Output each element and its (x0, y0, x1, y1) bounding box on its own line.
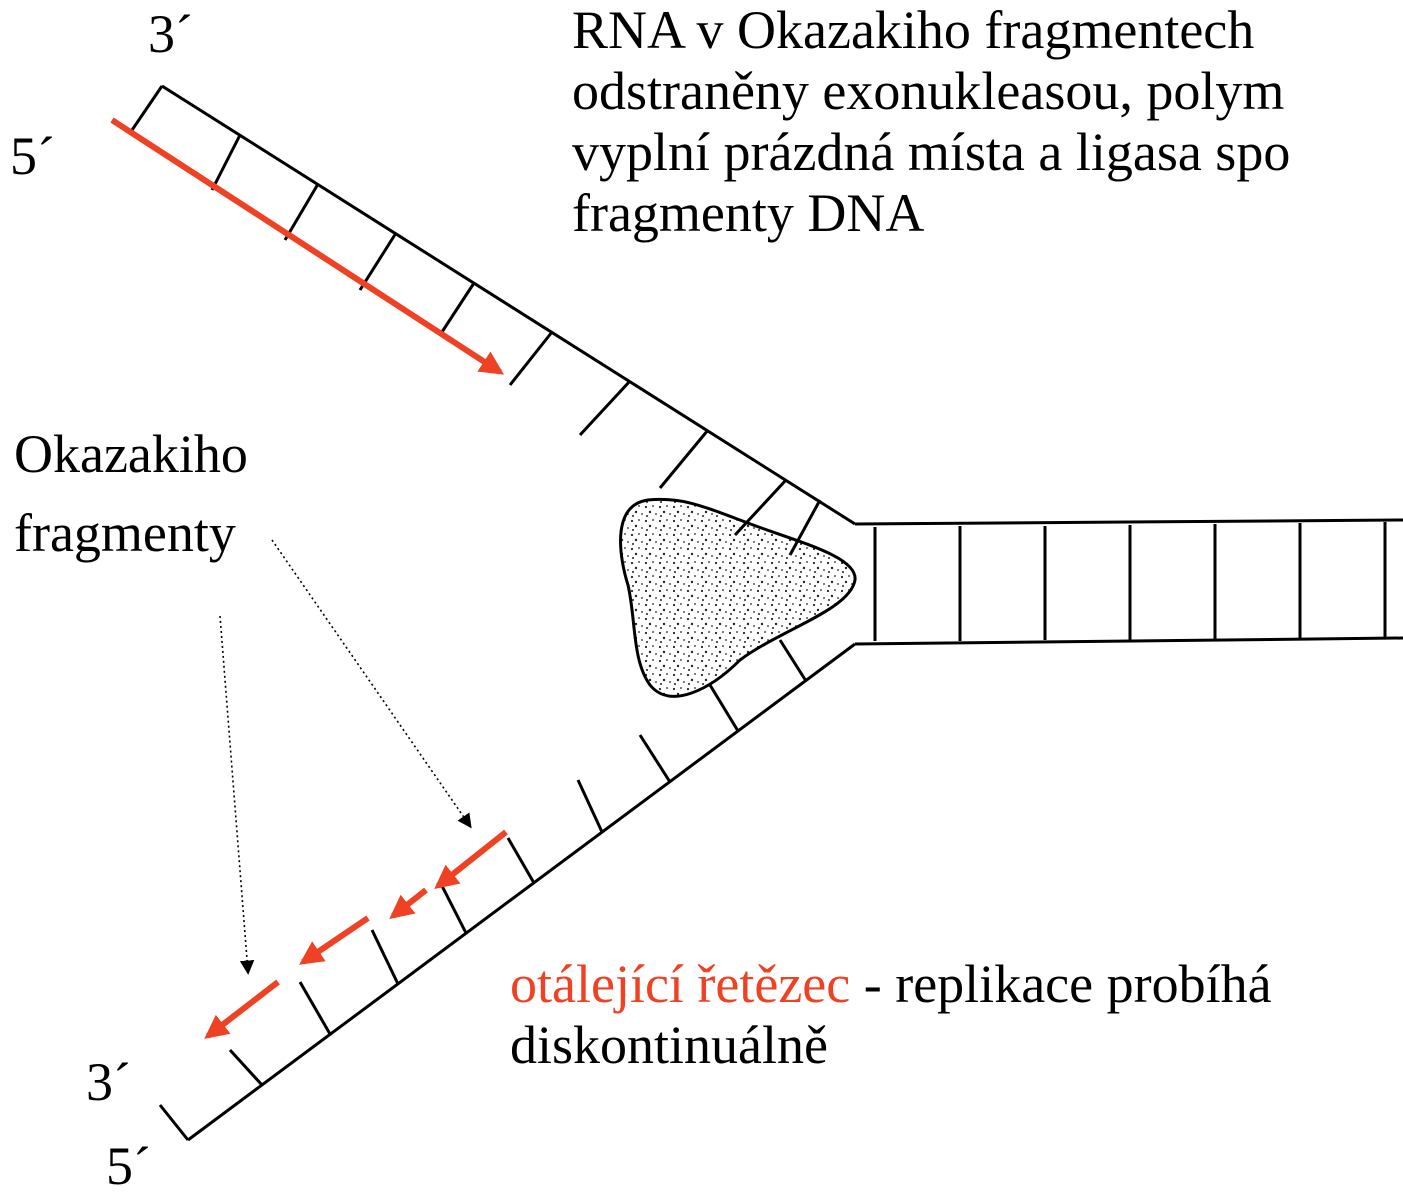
note-line-2: odstraněny exonukleasou, polym (572, 61, 1285, 121)
okazaki-fragment-arrows (204, 829, 508, 1039)
leading-strand-arrow (110, 117, 505, 375)
note-line-4: fragmenty DNA (572, 183, 925, 243)
upper-three-prime-label: 3´ (148, 4, 193, 64)
lagging-strand-caption: otálející řetězec - replikace probíhá di… (510, 954, 1272, 1076)
lagging-caption-line-1: otálející řetězec - replikace probíhá (510, 954, 1272, 1015)
lower-five-prime-label: 5´ (106, 1136, 151, 1196)
parental-duplex (854, 518, 1403, 646)
lower-strand-rungs (158, 639, 808, 1141)
helicase-enzyme (619, 497, 857, 698)
note-line-1: RNA v Okazakiho fragmentech (572, 0, 1255, 60)
okazaki-pointers (219, 539, 472, 975)
lower-three-prime-label: 3´ (86, 1052, 131, 1112)
lagging-caption-line-2: diskontinuálně (510, 1015, 828, 1075)
okazaki-label-line2: fragmenty (14, 503, 236, 563)
okazaki-label-line1: Okazakiho (14, 424, 248, 484)
note-line-3: vyplní prázdná místa a ligasa spo (572, 122, 1291, 182)
rna-removal-note: RNA v Okazakiho fragmentech odstraněny e… (572, 0, 1290, 244)
lagging-caption-rest: - replikace probíhá (850, 954, 1272, 1014)
upper-strand-backbone (161, 84, 856, 526)
lagging-strand-term: otálející řetězec (510, 954, 851, 1014)
upper-five-prime-label: 5´ (10, 126, 55, 186)
lower-strand-backbone (187, 642, 856, 1142)
